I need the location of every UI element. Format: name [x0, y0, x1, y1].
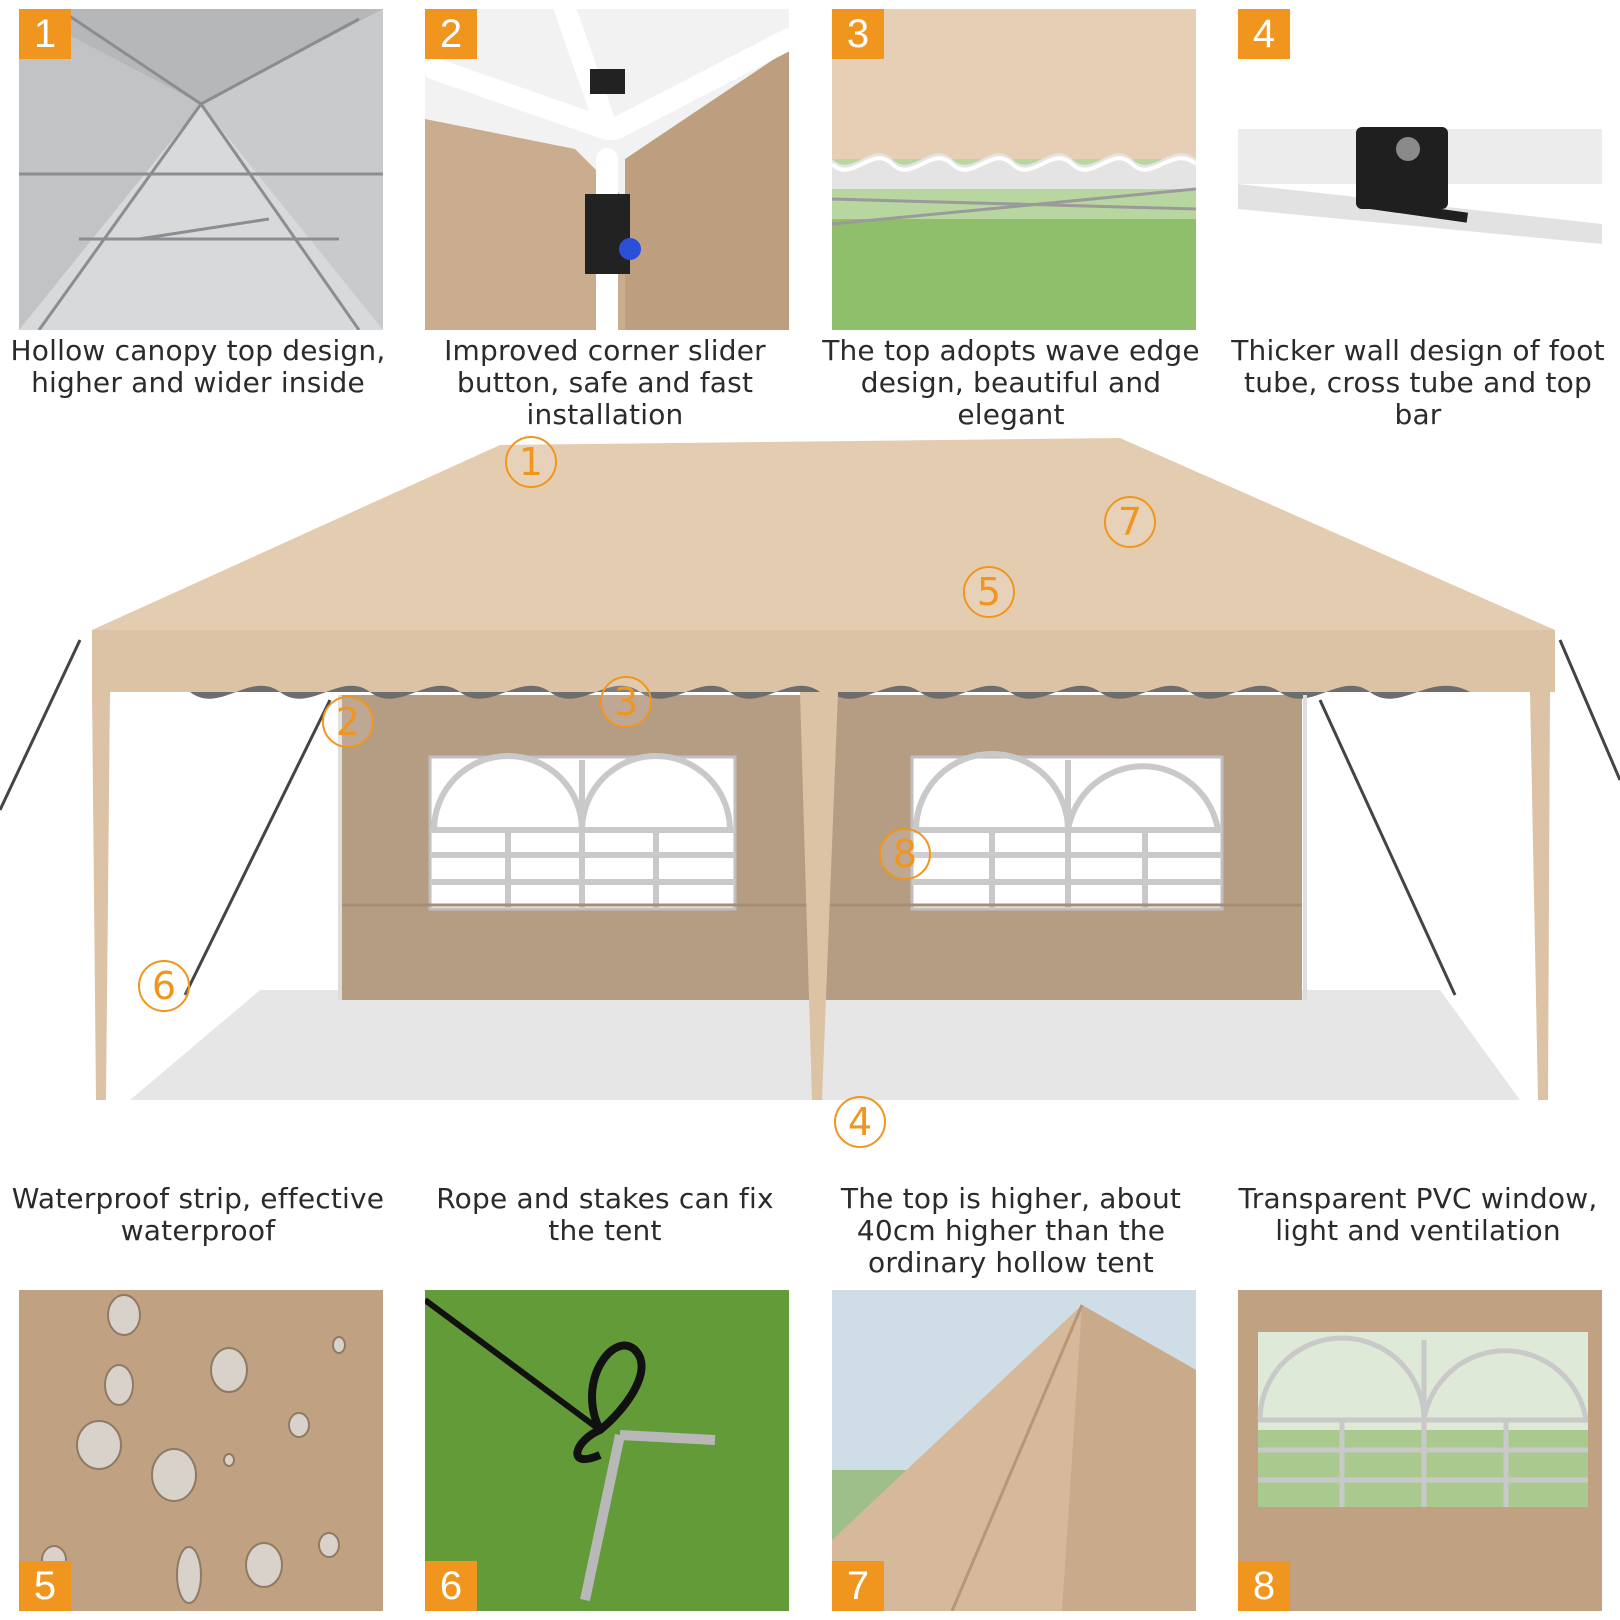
- badge-8: 8: [1238, 1561, 1290, 1611]
- badge-1: 1: [19, 9, 71, 59]
- badge-2: 2: [425, 9, 477, 59]
- canopy-interior-image: [19, 9, 383, 330]
- marker-1: 1: [505, 436, 557, 488]
- caption-3: The top adopts wave edge design, beautif…: [822, 334, 1200, 431]
- feature-photo-5-waterproof: 5: [19, 1290, 383, 1611]
- feature-photo-2-corner-slider: 2: [425, 9, 789, 330]
- caption-5: Waterproof strip, effective waterproof: [11, 1182, 385, 1247]
- badge-6: 6: [425, 1561, 477, 1611]
- caption-1: Hollow canopy top design, higher and wid…: [10, 334, 386, 399]
- thick-tube-image: [1238, 9, 1602, 330]
- badge-4: 4: [1238, 9, 1290, 59]
- caption-6: Rope and stakes can fix the tent: [436, 1182, 774, 1247]
- badge-3: 3: [832, 9, 884, 59]
- tent-illustration: [0, 430, 1620, 1150]
- feature-photo-3-wave-edge: 3: [832, 9, 1196, 330]
- badge-7: 7: [832, 1561, 884, 1611]
- stake-icon: [425, 1290, 789, 1611]
- marker-6: 6: [138, 960, 190, 1012]
- pvc-window-image: [1238, 1290, 1602, 1611]
- marker-3: 3: [600, 676, 652, 728]
- corner-slider-image: [425, 9, 789, 330]
- wave-edge-image: [832, 9, 1196, 330]
- feature-photo-6-rope-stake: 6: [425, 1290, 789, 1611]
- caption-7: The top is higher, about 40cm higher tha…: [840, 1182, 1182, 1279]
- feature-photo-8-pvc-window: 8: [1238, 1290, 1602, 1611]
- badge-5: 5: [19, 1561, 71, 1611]
- feature-photo-7-high-top: 7: [832, 1290, 1196, 1611]
- feature-photo-1-canopy-interior: 1: [19, 9, 383, 330]
- high-top-image: [832, 1290, 1196, 1611]
- caption-2: Improved corner slider button, safe and …: [444, 334, 766, 431]
- tent-drawing: [0, 438, 1620, 1100]
- marker-5: 5: [963, 566, 1015, 618]
- marker-2: 2: [322, 696, 374, 748]
- water-drop-icon: [19, 1290, 383, 1611]
- marker-4: 4: [834, 1096, 886, 1148]
- marker-8: 8: [879, 828, 931, 880]
- marker-7: 7: [1104, 496, 1156, 548]
- caption-8: Transparent PVC window, light and ventil…: [1238, 1182, 1598, 1247]
- feature-photo-4-thick-tube: 4: [1238, 9, 1602, 330]
- caption-4: Thicker wall design of foot tube, cross …: [1231, 334, 1605, 431]
